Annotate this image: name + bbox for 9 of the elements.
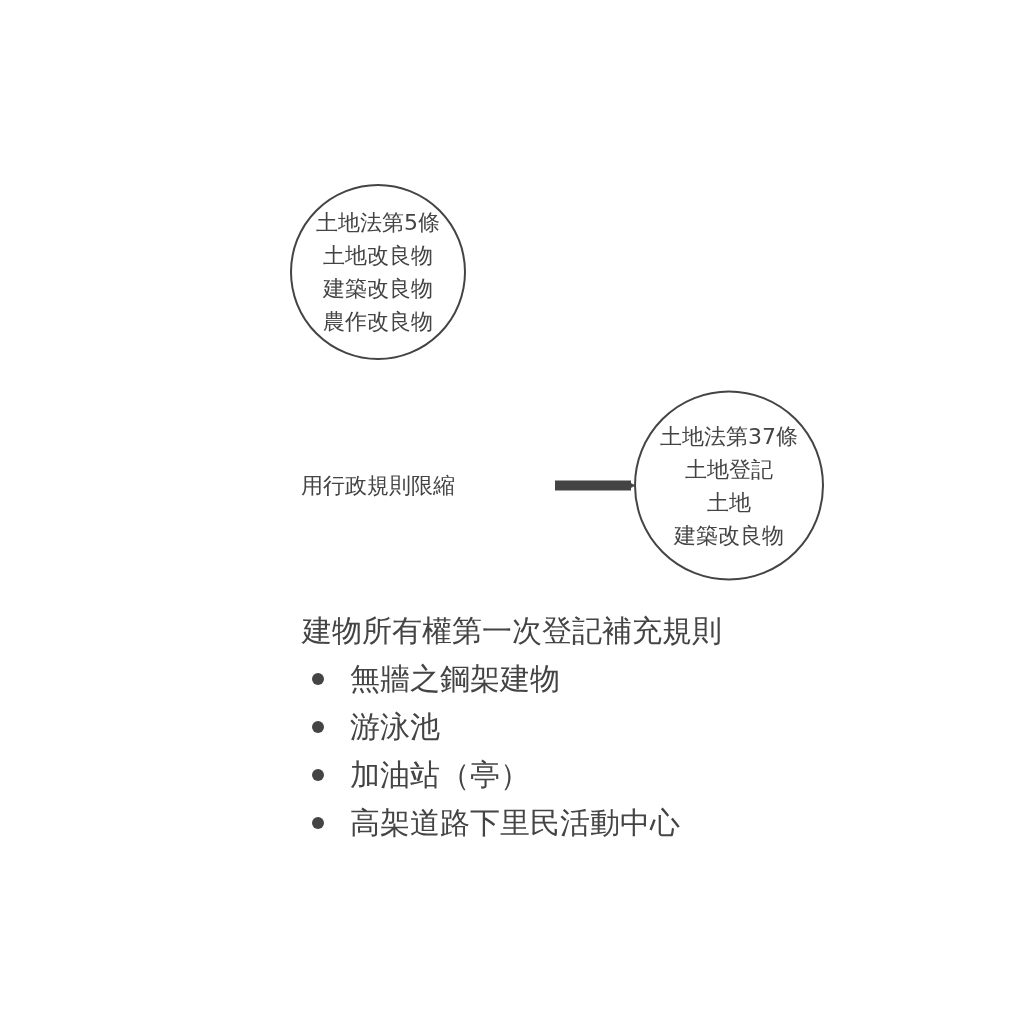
list-item-text: 無牆之鋼架建物	[350, 660, 560, 699]
arrow	[555, 480, 636, 491]
note-text: 建物所有權第一次登記補充規則	[302, 613, 722, 649]
list-item-text: 高架道路下里民活動中心	[350, 804, 680, 843]
node-circle: 土地法第37條 土地登記 土地 建築改良物	[634, 390, 824, 581]
node-text: 用行政規則限縮	[301, 472, 455, 498]
list-item-text: 游泳池	[350, 708, 440, 747]
node-circle: 土地法第5條 土地改良物 建築改良物 農作改良物	[290, 183, 466, 360]
list-item-text: 加油站（亭）	[350, 756, 530, 795]
